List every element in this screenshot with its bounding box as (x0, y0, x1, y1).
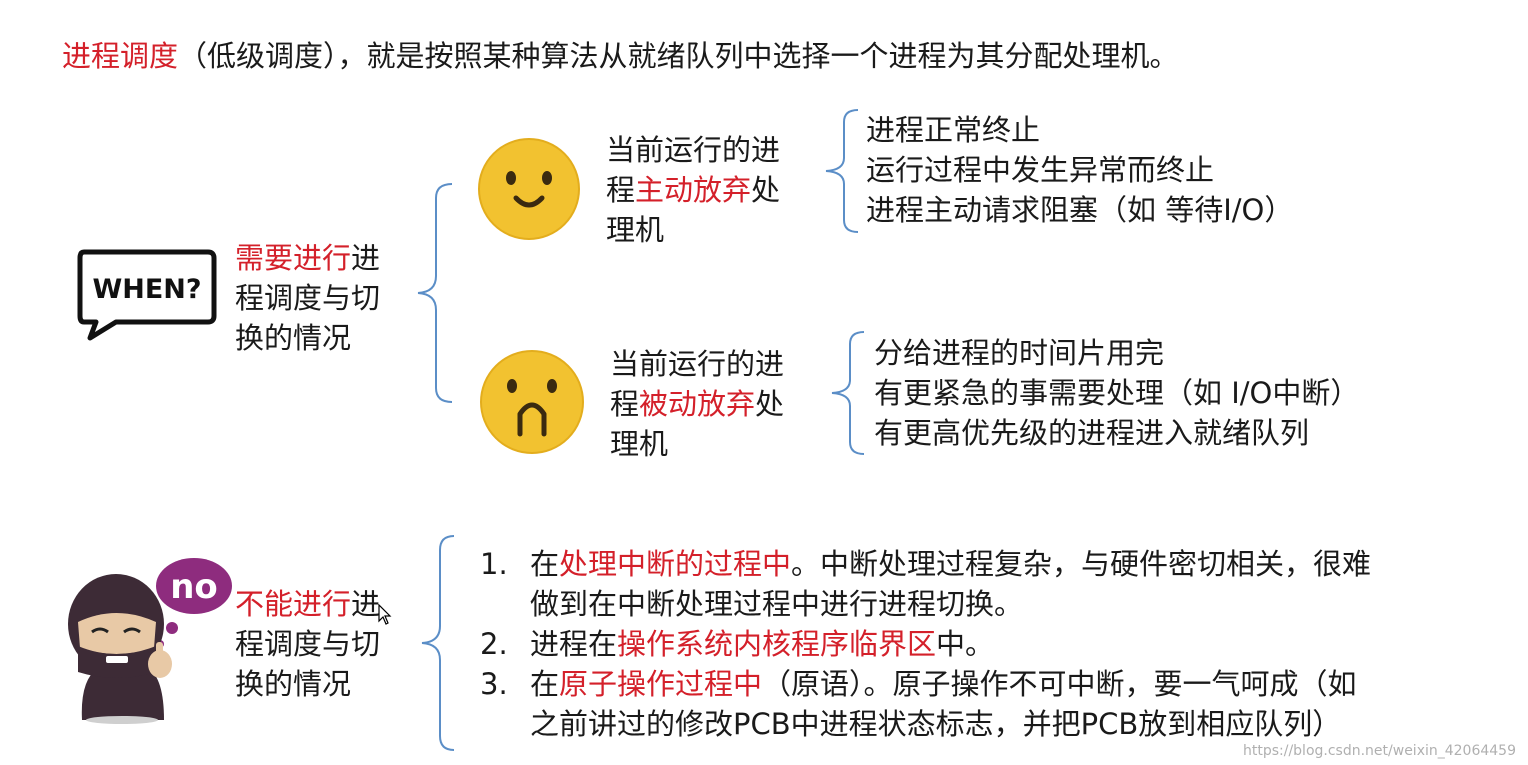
list-text: （原语）。原子操作不可中断，要一气呵成（如 (762, 667, 1357, 701)
cannot-list-item: 3. 在原子操作过程中（原语）。原子操作不可中断，要一气呵成（如 (480, 664, 1371, 704)
when-speech-bubble-icon: WHEN? (77, 249, 217, 341)
cannot-brace (421, 535, 455, 751)
title-keyword: 进程调度 (62, 39, 179, 73)
active-yield-line3: 理机 (606, 213, 665, 247)
list-keyword: 原子操作过程中 (559, 667, 763, 701)
no-bubble-text: no (170, 567, 218, 607)
when-heading-line3: 换的情况 (235, 321, 352, 355)
list-number: 3. (480, 667, 508, 701)
when-heading: 需要进行进 程调度与切 换的情况 (235, 238, 380, 358)
passive-yield-list: 分给进程的时间片用完 有更紧急的事需要处理（如 I/O中断） 有更高优先级的进程… (874, 333, 1359, 453)
cannot-heading-line2: 程调度与切 (235, 627, 381, 661)
list-text: 中。 (936, 627, 995, 661)
list-keyword: 操作系统内核程序临界区 (617, 627, 937, 661)
active-yield-item: 运行过程中发生异常而终止 (866, 153, 1215, 187)
page-title: 进程调度（低级调度），就是按照某种算法从就绪队列中选择一个进程为其分配处理机。 (62, 36, 1179, 76)
list-text: 之前讲过的修改PCB中进程状态标志，并把PCB放到相应队列） (530, 707, 1342, 741)
passive-yield-line2-post: 处 (755, 387, 785, 421)
passive-brace (831, 331, 865, 455)
cannot-list-item: 1. 在处理中断的过程中。中断处理过程复杂，与硬件密切相关，很难 (480, 544, 1371, 584)
passive-yield-line3: 理机 (610, 427, 669, 461)
cannot-list-item-continuation: 之前讲过的修改PCB中进程状态标志，并把PCB放到相应队列） (480, 704, 1371, 744)
frowning-face-icon (480, 350, 584, 454)
active-yield-label: 当前运行的进 程主动放弃处 理机 (606, 130, 780, 250)
cannot-heading-line1: 进 (351, 587, 381, 621)
mouse-cursor-icon (378, 604, 392, 625)
active-yield-item: 进程正常终止 (866, 113, 1041, 147)
list-keyword: 处理中断的过程中 (559, 547, 792, 581)
active-brace (825, 109, 859, 233)
active-yield-list: 进程正常终止 运行过程中发生异常而终止 进程主动请求阻塞（如 等待I/O） (866, 110, 1293, 230)
passive-yield-keyword: 被动放弃 (639, 387, 756, 421)
passive-yield-label: 当前运行的进 程被动放弃处 理机 (610, 344, 784, 464)
ninja-no-illustration: no (68, 558, 232, 724)
list-number: 2. (480, 627, 508, 661)
active-yield-line2-post: 处 (751, 173, 781, 207)
cannot-heading: 不能进行进 程调度与切 换的情况 (235, 584, 380, 704)
when-brace (417, 183, 453, 403)
cannot-list-item: 2. 进程在操作系统内核程序临界区中。 (480, 624, 1371, 664)
when-heading-line2: 程调度与切 (235, 281, 381, 315)
active-yield-line2-pre: 程 (606, 173, 636, 207)
passive-yield-item: 有更高优先级的进程进入就绪队列 (874, 416, 1310, 450)
passive-yield-line1: 当前运行的进 (610, 347, 785, 381)
passive-yield-item: 有更紧急的事需要处理（如 I/O中断） (874, 376, 1360, 410)
title-definition: （低级调度），就是按照某种算法从就绪队列中选择一个进程为其分配处理机。 (178, 39, 1179, 73)
cannot-list: 1.在处理中断的过程中。中断处理过程复杂，与硬件密切相关，很难 做到在中断处理过… (480, 544, 1371, 744)
active-yield-line1: 当前运行的进 (606, 133, 781, 167)
when-heading-line1: 进 (351, 241, 381, 275)
watermark-url: https://blog.csdn.net/weixin_42064459 (1242, 743, 1516, 759)
cannot-heading-keyword: 不能进行 (235, 587, 352, 621)
when-badge-text: WHEN? (92, 274, 201, 305)
smiley-face-icon (478, 138, 580, 240)
cannot-heading-line3: 换的情况 (235, 667, 352, 701)
passive-yield-line2-pre: 程 (610, 387, 640, 421)
list-text: 进程在 (530, 627, 618, 661)
passive-yield-item: 分给进程的时间片用完 (874, 336, 1165, 370)
active-yield-item: 进程主动请求阻塞（如 等待I/O） (866, 193, 1294, 227)
list-number: 1. (480, 547, 508, 581)
list-text: 做到在中断处理过程中进行进程切换。 (530, 587, 1024, 621)
cannot-list-item-continuation: 做到在中断处理过程中进行进程切换。 (480, 584, 1371, 624)
list-text: 在 (530, 667, 560, 701)
list-text: 。中断处理过程复杂，与硬件密切相关，很难 (791, 547, 1372, 581)
active-yield-keyword: 主动放弃 (635, 173, 752, 207)
list-text: 在 (530, 547, 560, 581)
when-heading-keyword: 需要进行 (235, 241, 352, 275)
